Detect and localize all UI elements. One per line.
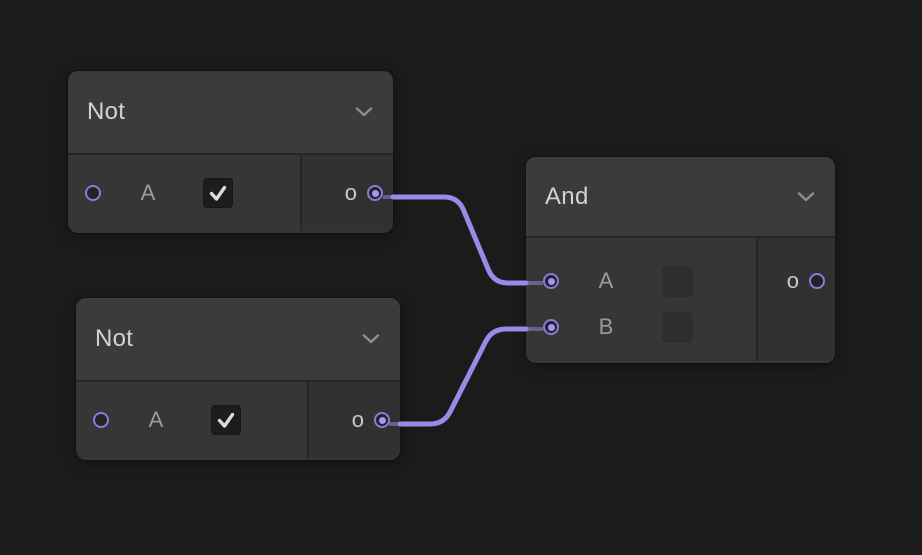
- input-row-a: A: [526, 258, 756, 304]
- output-port-o[interactable]: [374, 412, 390, 428]
- input-label: A: [148, 407, 164, 432]
- checkmark-icon: [209, 185, 227, 201]
- output-port-o[interactable]: [367, 185, 383, 201]
- chevron-down-icon[interactable]: [355, 107, 373, 117]
- node-title: Not: [87, 98, 126, 125]
- chevron-down-icon[interactable]: [797, 191, 815, 202]
- value-slot-disabled: [662, 311, 693, 343]
- node-and-1[interactable]: And A B o: [526, 157, 835, 363]
- node-header[interactable]: Not: [76, 298, 400, 382]
- input-port-a[interactable]: [85, 185, 101, 201]
- input-port-a[interactable]: [93, 412, 109, 428]
- chevron-down-icon[interactable]: [362, 334, 380, 344]
- output-row-o: o: [758, 258, 835, 304]
- input-label: B: [598, 314, 614, 339]
- node-title: And: [545, 182, 589, 210]
- node-not-2[interactable]: Not A o: [76, 298, 400, 460]
- node-not-1[interactable]: Not A o: [68, 71, 393, 233]
- node-title: Not: [95, 325, 134, 352]
- node-header[interactable]: Not: [68, 71, 393, 155]
- value-slot-disabled: [662, 265, 693, 297]
- wire-not1-to-and-a[interactable]: [390, 194, 529, 286]
- checkmark-icon: [217, 412, 235, 428]
- input-port-b[interactable]: [543, 319, 559, 335]
- input-row-b: B: [526, 304, 756, 350]
- input-label: A: [598, 268, 614, 293]
- checkbox-input-a[interactable]: [203, 178, 233, 208]
- output-label: o: [344, 180, 357, 205]
- output-row-o: o: [302, 155, 393, 231]
- input-port-a[interactable]: [543, 273, 559, 289]
- node-header[interactable]: And: [526, 157, 835, 238]
- output-port-o[interactable]: [809, 273, 825, 289]
- checkbox-input-a[interactable]: [211, 405, 241, 435]
- output-label: o: [351, 407, 364, 432]
- input-label: A: [140, 180, 156, 205]
- output-row-o: o: [309, 382, 400, 458]
- wire-not2-to-and-b[interactable]: [397, 326, 529, 427]
- input-row-a: A: [68, 155, 300, 231]
- output-label: o: [786, 268, 799, 293]
- input-row-a: A: [76, 382, 307, 458]
